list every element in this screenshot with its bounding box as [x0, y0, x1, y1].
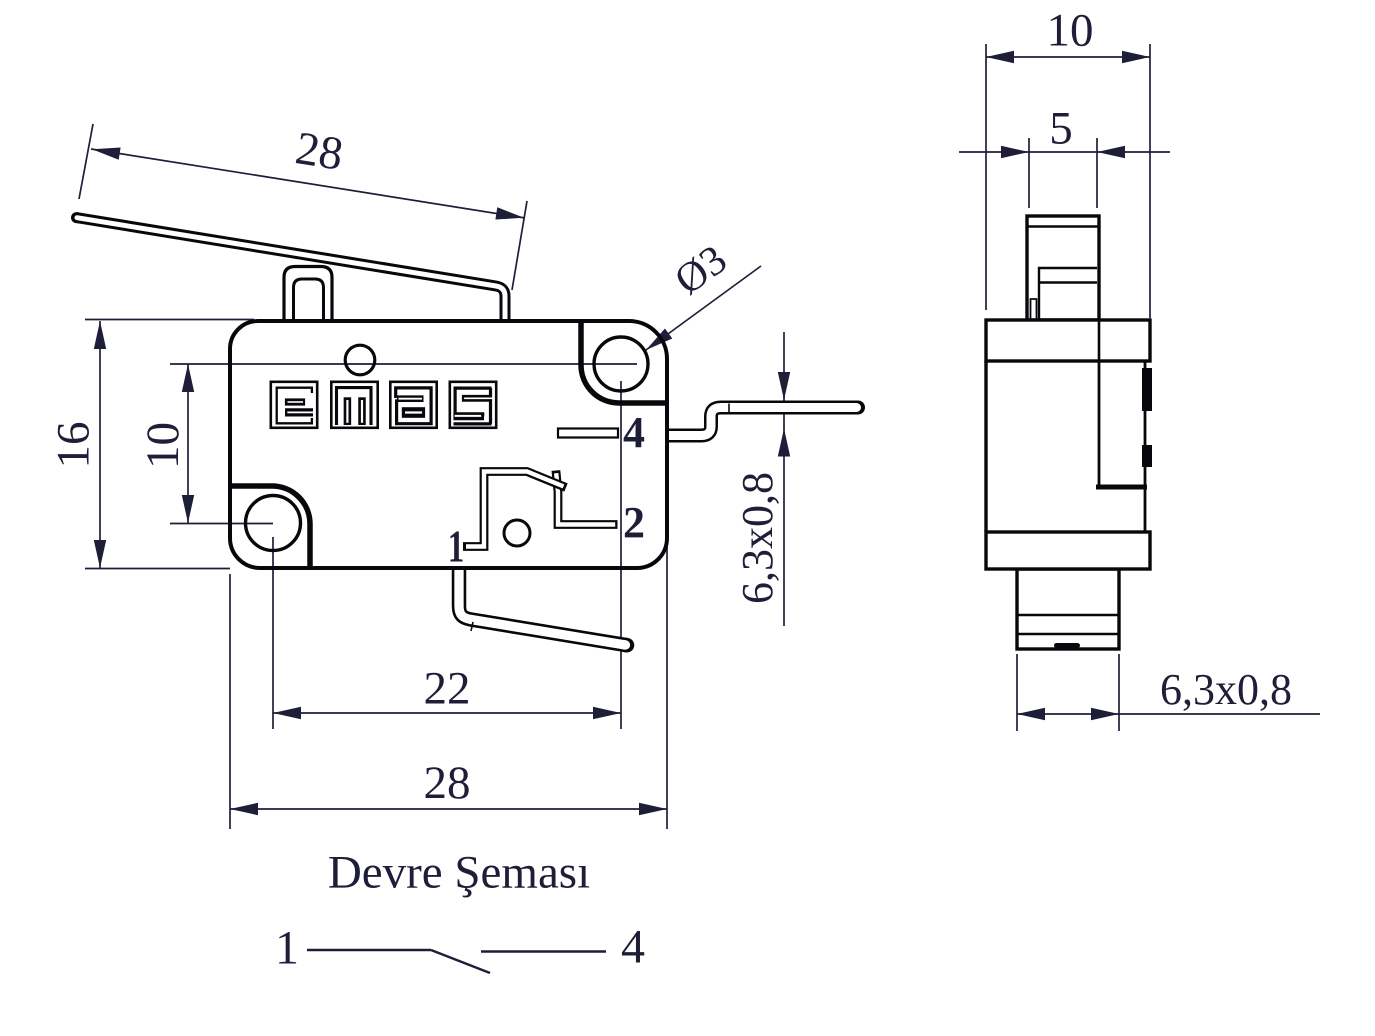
svg-text:2: 2 [623, 498, 645, 547]
svg-text:16: 16 [48, 422, 100, 469]
svg-text:5: 5 [1049, 103, 1073, 155]
svg-text:6,3x0,8: 6,3x0,8 [733, 472, 782, 604]
svg-text:10: 10 [1047, 5, 1094, 57]
svg-text:1: 1 [448, 520, 465, 572]
svg-text:22: 22 [424, 663, 471, 715]
svg-text:6,3x0,8: 6,3x0,8 [1160, 665, 1292, 714]
svg-text:4: 4 [621, 921, 645, 974]
svg-text:10: 10 [137, 422, 189, 469]
svg-text:28: 28 [292, 122, 347, 181]
svg-text:28: 28 [424, 757, 471, 809]
svg-text:4: 4 [623, 408, 645, 457]
svg-text:1: 1 [275, 922, 299, 975]
svg-text:Devre Şeması: Devre Şeması [328, 847, 590, 899]
